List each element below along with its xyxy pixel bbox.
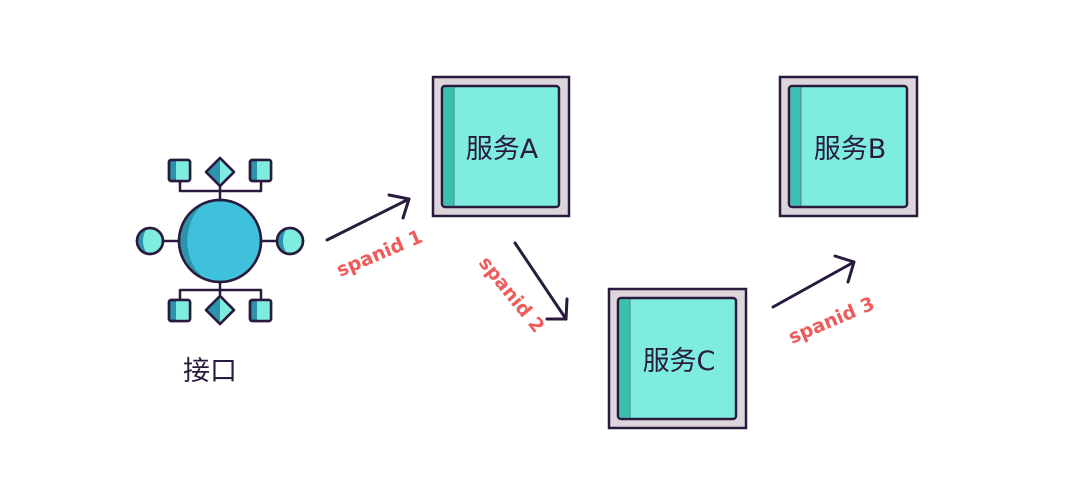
arrow-1	[325, 193, 411, 242]
network-hub-icon	[135, 156, 305, 326]
service-c-label: 服务C	[643, 346, 716, 377]
service-node-b: 服务B	[778, 75, 919, 218]
service-b-label: 服务B	[814, 134, 887, 165]
arrow-3	[771, 254, 856, 309]
edge-label-1: spanid 1	[333, 226, 426, 282]
service-a-label: 服务A	[466, 134, 539, 165]
edge-label-2: spanid 2	[474, 252, 549, 337]
edge-label-3: spanid 3	[785, 293, 878, 349]
arrow-2	[513, 241, 569, 321]
interface-label: 接口	[183, 356, 237, 387]
service-node-a: 服务A	[431, 75, 571, 218]
service-node-c: 服务C	[607, 287, 748, 430]
